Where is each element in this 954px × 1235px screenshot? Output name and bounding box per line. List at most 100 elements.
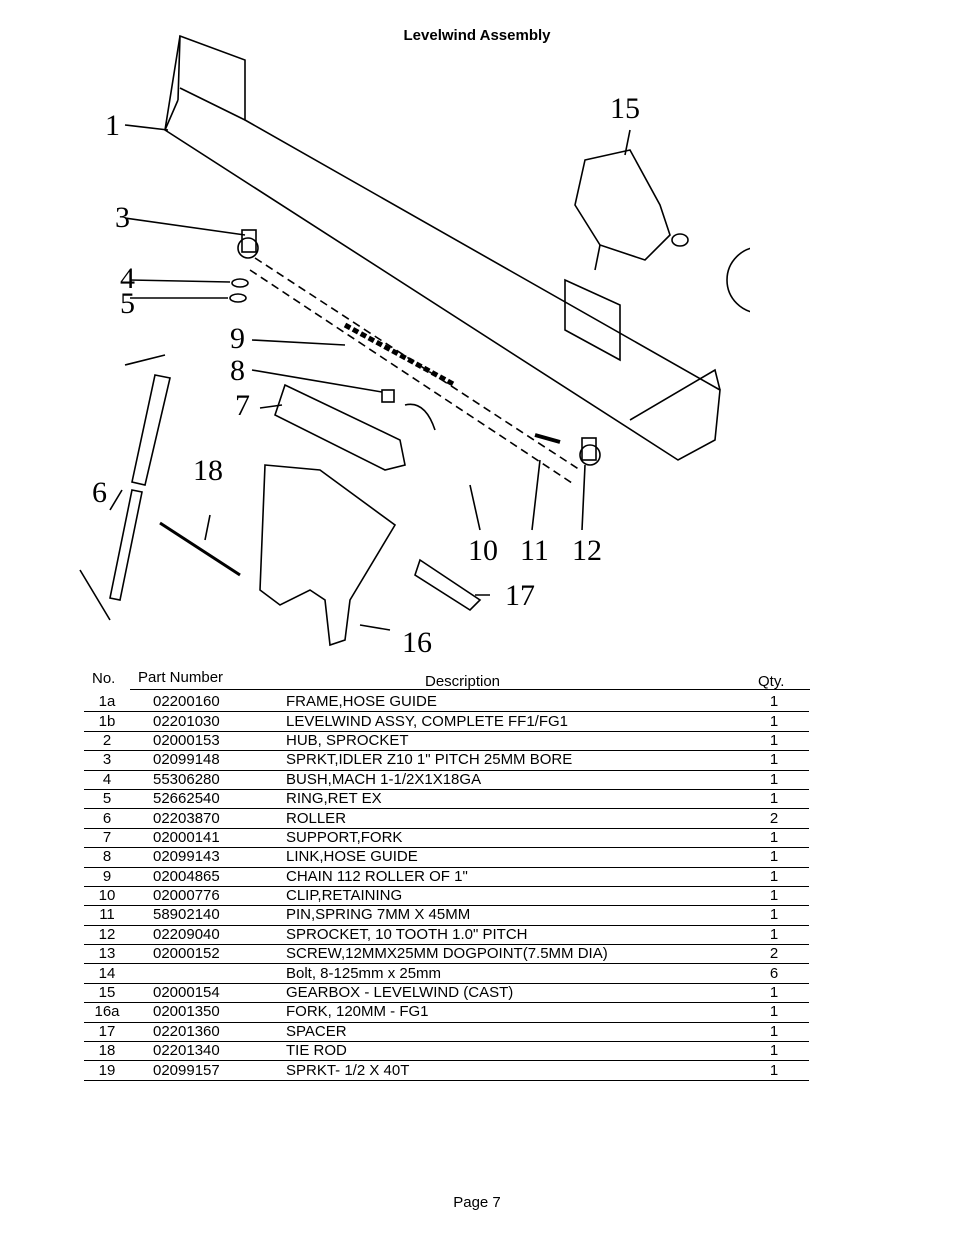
cell-part-number [130, 963, 270, 984]
cell-part-number: 02000152 [130, 944, 270, 965]
cell-part-number: 02203870 [130, 808, 270, 829]
callout-5: 5 [120, 287, 135, 320]
fork-support-shape [274, 383, 406, 471]
callout-17: 17 [505, 579, 535, 612]
callout-6: 6 [92, 476, 107, 509]
cell-description: SPACER [270, 1022, 739, 1043]
cell-quantity: 1 [739, 750, 809, 771]
tie-rod-shape [159, 521, 241, 577]
cell-item-number: 4 [84, 770, 130, 790]
header-description: Description [425, 673, 501, 690]
cell-quantity: 1 [739, 886, 809, 907]
cell-description: CLIP,RETAINING [270, 886, 739, 907]
header-qty: Qty. [758, 673, 785, 690]
roller-upper-shape [131, 374, 171, 486]
header-no: No. [92, 670, 116, 687]
cell-part-number: 58902140 [130, 905, 270, 926]
hose-guide-link-shape [381, 389, 395, 403]
cell-part-number: 02000141 [130, 828, 270, 849]
ring-shape [229, 293, 247, 303]
cell-description: RING,RET EX [270, 789, 739, 810]
cell-description: SPRKT,IDLER Z10 1" PITCH 25MM BORE [270, 750, 739, 771]
cell-item-number: 19 [84, 1060, 130, 1081]
cell-quantity: 1 [739, 1060, 809, 1081]
mounting-plate-shape [564, 278, 621, 362]
cell-item-number: 2 [84, 731, 130, 752]
cell-description: LINK,HOSE GUIDE [270, 847, 739, 868]
drive-sprocket-shape [579, 444, 601, 466]
cell-item-number: 1b [84, 711, 130, 732]
cell-item-number: 10 [84, 886, 130, 907]
cell-item-number: 9 [84, 867, 130, 887]
cell-description: SPROCKET, 10 TOOTH 1.0" PITCH [270, 925, 739, 946]
cell-quantity: 1 [739, 828, 809, 849]
gearbox-shape [574, 149, 671, 261]
callout-1: 1 [105, 109, 120, 142]
cell-part-number: 02201360 [130, 1022, 270, 1043]
cell-quantity: 1 [739, 711, 809, 732]
cell-quantity: 1 [739, 847, 809, 868]
cell-quantity: 1 [739, 1041, 809, 1062]
cell-part-number: 02000776 [130, 886, 270, 907]
cell-item-number: 14 [84, 963, 130, 984]
large-sprocket-shape [726, 246, 794, 314]
cell-item-number: 15 [84, 983, 130, 1004]
callout-7: 7 [235, 389, 250, 422]
callout-9: 9 [230, 322, 245, 355]
cell-part-number: 55306280 [130, 770, 270, 790]
cell-quantity: 6 [739, 963, 809, 984]
cell-part-number: 52662540 [130, 789, 270, 810]
frame-beam-shape [164, 34, 721, 461]
cell-description: TIE ROD [270, 1041, 739, 1062]
cell-description: Bolt, 8-125mm x 25mm [270, 963, 739, 984]
header-divider [130, 689, 810, 690]
fork-shape [259, 464, 397, 647]
cell-description: PIN,SPRING 7MM X 45MM [270, 905, 739, 926]
spacer-shape [414, 558, 482, 612]
cell-description: SUPPORT,FORK [270, 828, 739, 849]
callout-18: 18 [193, 454, 223, 487]
cell-item-number: 12 [84, 925, 130, 946]
cell-part-number: 02200160 [130, 693, 270, 713]
page-title: Levelwind Assembly [403, 27, 551, 44]
cell-description: FRAME,HOSE GUIDE [270, 693, 739, 713]
cell-item-number: 18 [84, 1041, 130, 1062]
callout-16: 16 [402, 626, 432, 659]
chain-segment-shape [343, 322, 457, 388]
cell-quantity: 1 [739, 905, 809, 926]
frame-end-plate-shape [629, 368, 721, 421]
idler-hub-shape [241, 229, 257, 253]
cell-item-number: 8 [84, 847, 130, 868]
cell-item-number: 7 [84, 828, 130, 849]
exploded-parts-diagram: 1 3 4 5 6 7 8 9 10 11 12 13 14 15 16 17 … [70, 30, 850, 670]
cell-description: SPRKT- 1/2 X 40T [270, 1060, 739, 1081]
cell-quantity: 2 [739, 808, 809, 829]
cell-description: LEVELWIND ASSY, COMPLETE FF1/FG1 [270, 711, 739, 732]
cell-item-number: 5 [84, 789, 130, 810]
cell-description: ROLLER [270, 808, 739, 829]
cell-item-number: 13 [84, 944, 130, 965]
callout-4: 4 [120, 262, 135, 295]
cell-quantity: 1 [739, 867, 809, 887]
cell-part-number: 02209040 [130, 925, 270, 946]
cell-item-number: 16a [84, 1002, 130, 1023]
callout-15: 15 [610, 92, 640, 125]
cell-description: SCREW,12MMX25MM DOGPOINT(7.5MM DIA) [270, 944, 739, 965]
cell-part-number: 02004865 [130, 867, 270, 887]
drive-hub-shape [581, 437, 597, 461]
callout-8: 8 [230, 354, 245, 387]
